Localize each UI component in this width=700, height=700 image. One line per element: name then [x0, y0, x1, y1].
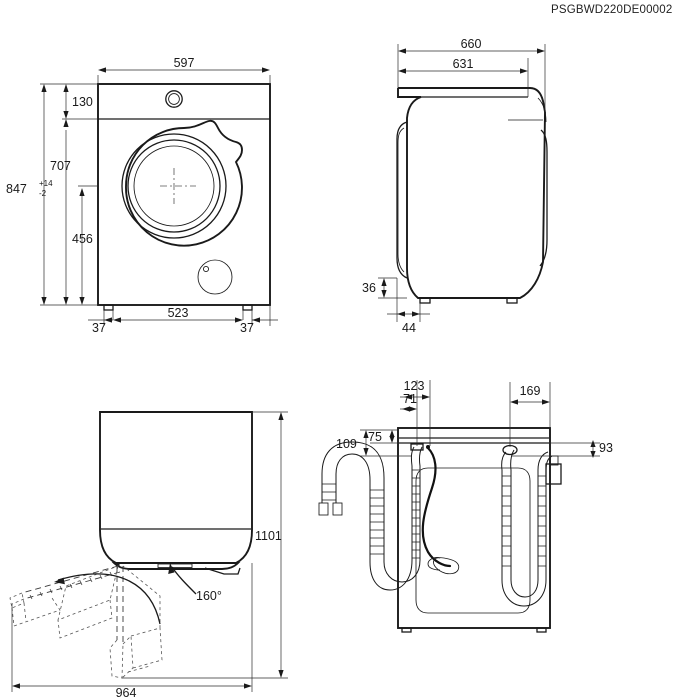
- dim-drain-offset-outer: 123: [404, 379, 425, 393]
- dim-total-height: 847: [6, 182, 27, 196]
- dim-drain-offset-inner: 71: [403, 392, 417, 406]
- dim-foot-span: 523: [168, 306, 189, 320]
- door-ring-2: [121, 133, 227, 239]
- dim-drain-height-inner: 75: [368, 430, 382, 444]
- dim-tolerance-plus: +14: [39, 179, 53, 188]
- dim-plinth-height: 36: [362, 281, 376, 295]
- dim-panel-height: 130: [72, 95, 93, 109]
- dim-depth-body: 631: [453, 57, 474, 71]
- dim-door-lower-height: 456: [72, 232, 93, 246]
- dim-door-centre-height: 707: [50, 159, 71, 173]
- dim-inlet-height: 93: [599, 441, 613, 455]
- filter-flap-icon: [197, 259, 233, 295]
- dim-depth-with-door: 1101: [255, 529, 282, 543]
- dim-tolerance-minus: -2: [39, 189, 47, 198]
- dim-inlet-offset: 169: [520, 384, 541, 398]
- dim-front-width: 597: [174, 56, 195, 70]
- product-code-label: PSGBWD220DE00002: [551, 4, 673, 16]
- dim-depth-total: 660: [461, 37, 482, 51]
- dim-plinth-offset: 44: [402, 321, 416, 335]
- door-glass: [133, 145, 215, 227]
- dim-door-angle: 160°: [196, 589, 222, 603]
- door-ring-3: [127, 139, 221, 233]
- dim-width-with-door: 964: [116, 686, 137, 700]
- dim-foot-left: 37: [92, 321, 106, 335]
- dim-foot-right: 37: [240, 321, 254, 335]
- dim-drain-height-outer: 109: [336, 437, 357, 451]
- door-outer-ring: [125, 119, 243, 247]
